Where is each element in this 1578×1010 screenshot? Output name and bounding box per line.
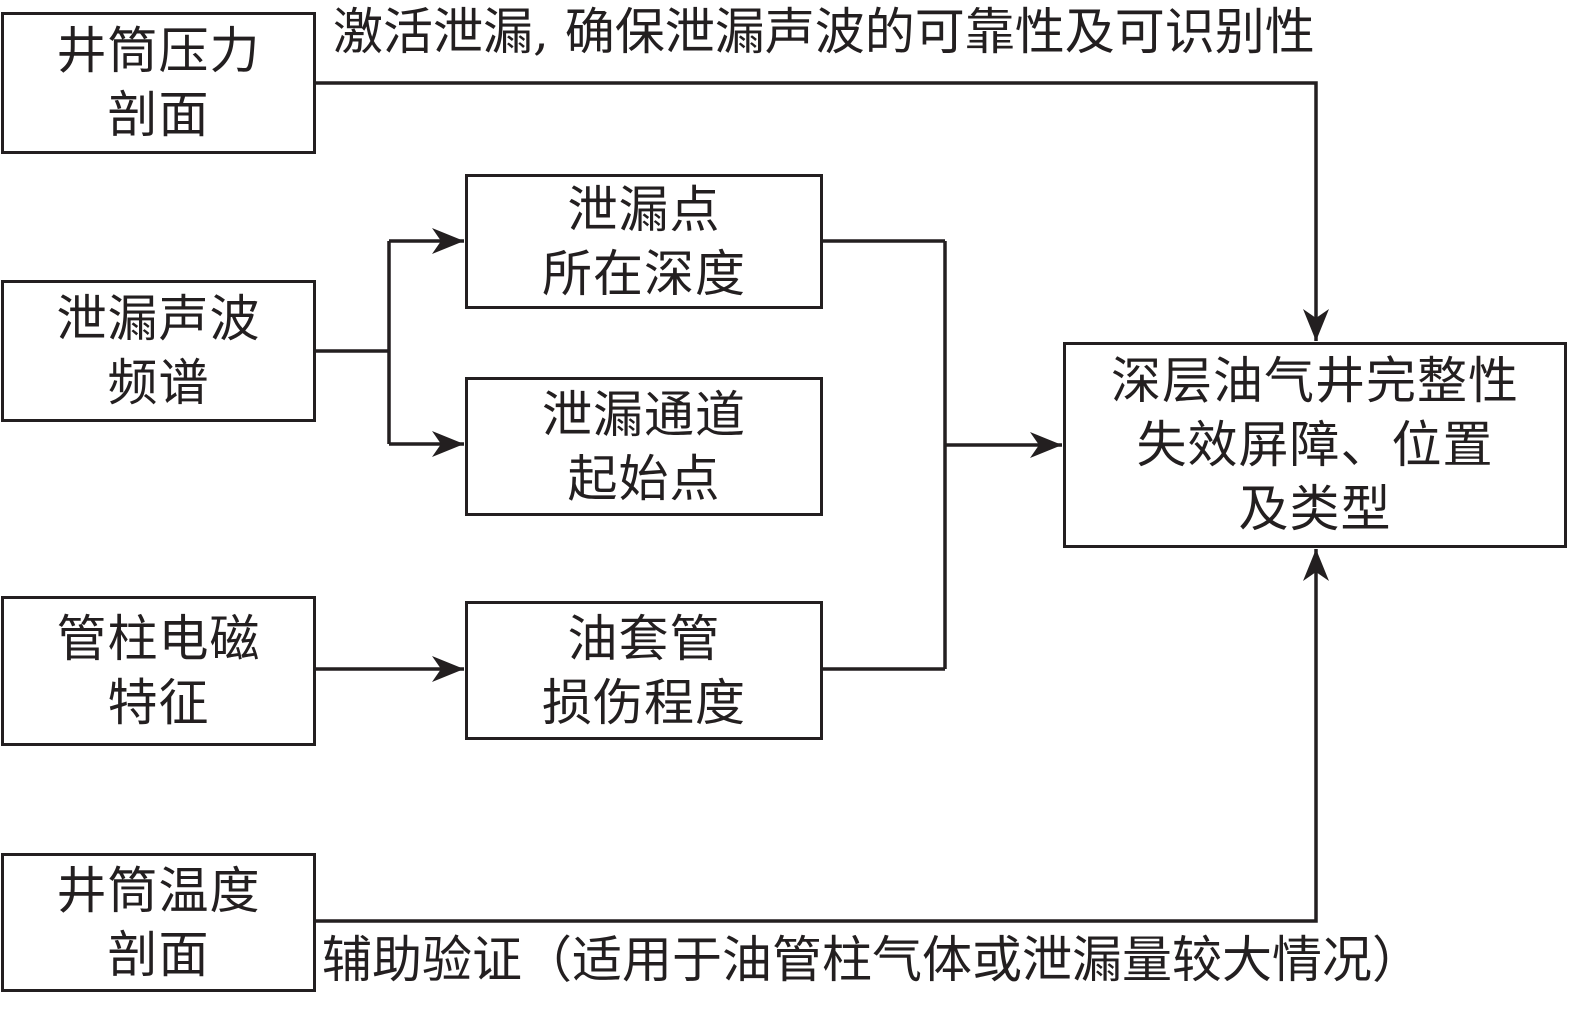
node-wellbore-pressure-profile: 井筒压力 剖面: [1, 12, 316, 154]
edge-temp-to-result: [316, 549, 1329, 923]
node-label-line: 泄漏通道: [542, 385, 746, 444]
node-label-line: 损伤程度: [542, 673, 746, 732]
node-label-line: 井筒压力: [56, 22, 261, 80]
node-wellbore-temperature-profile: 井筒温度 剖面: [1, 853, 316, 992]
node-leak-point-depth: 泄漏点 所在深度: [465, 174, 823, 309]
annotation-bottom-edge-label: 辅助验证（适用于油管柱气体或泄漏量较大情况）: [322, 931, 1422, 989]
node-label-line: 油套管: [567, 609, 721, 668]
edge-pressure-to-result: [316, 81, 1329, 341]
node-label-line: 泄漏点: [567, 180, 721, 239]
node-label-line: 剖面: [107, 925, 210, 984]
node-label-line: 井筒温度: [56, 861, 261, 920]
node-label-line: 频谱: [107, 354, 210, 412]
node-label-line: 及类型: [1238, 480, 1392, 538]
node-label-line: 起始点: [567, 449, 721, 508]
node-casing-damage-degree: 油套管 损伤程度: [465, 601, 823, 740]
node-label-line: 深层油气井完整性: [1111, 352, 1519, 410]
node-leak-channel-origin: 泄漏通道 起始点: [465, 377, 823, 516]
node-integrity-failure-result: 深层油气井完整性 失效屏障、位置 及类型: [1063, 342, 1567, 548]
node-tubing-em-characteristics: 管柱电磁 特征: [1, 596, 316, 746]
node-label-line: 管柱电磁: [56, 610, 261, 668]
node-leak-acoustic-spectrum: 泄漏声波 频谱: [1, 280, 316, 422]
annotation-top-edge-label: 激活泄漏, 确保泄漏声波的可靠性及可识别性: [333, 3, 1315, 61]
node-label-line: 特征: [107, 674, 210, 732]
node-label-line: 所在深度: [542, 244, 746, 303]
node-label-line: 泄漏声波: [56, 290, 261, 348]
node-label-line: 剖面: [107, 86, 210, 144]
node-label-line: 失效屏障、位置: [1136, 416, 1494, 474]
